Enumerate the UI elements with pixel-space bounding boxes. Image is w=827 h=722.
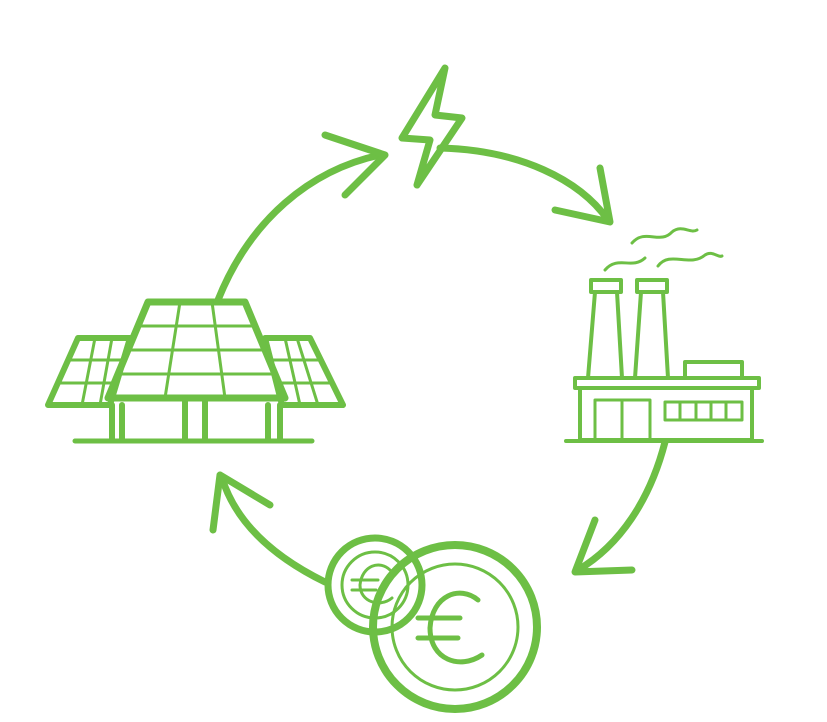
solar-panels-icon [45,298,346,444]
factory-icon [564,227,764,443]
arrow-coins-to-solar [209,471,329,586]
euro-coins-icon [324,534,541,713]
arrow-solar-to-lightning [214,131,389,304]
arrow-lightning-to-factory [436,144,614,226]
arrow-factory-to-coins [571,438,669,576]
lightning-bolt-icon [398,64,466,189]
